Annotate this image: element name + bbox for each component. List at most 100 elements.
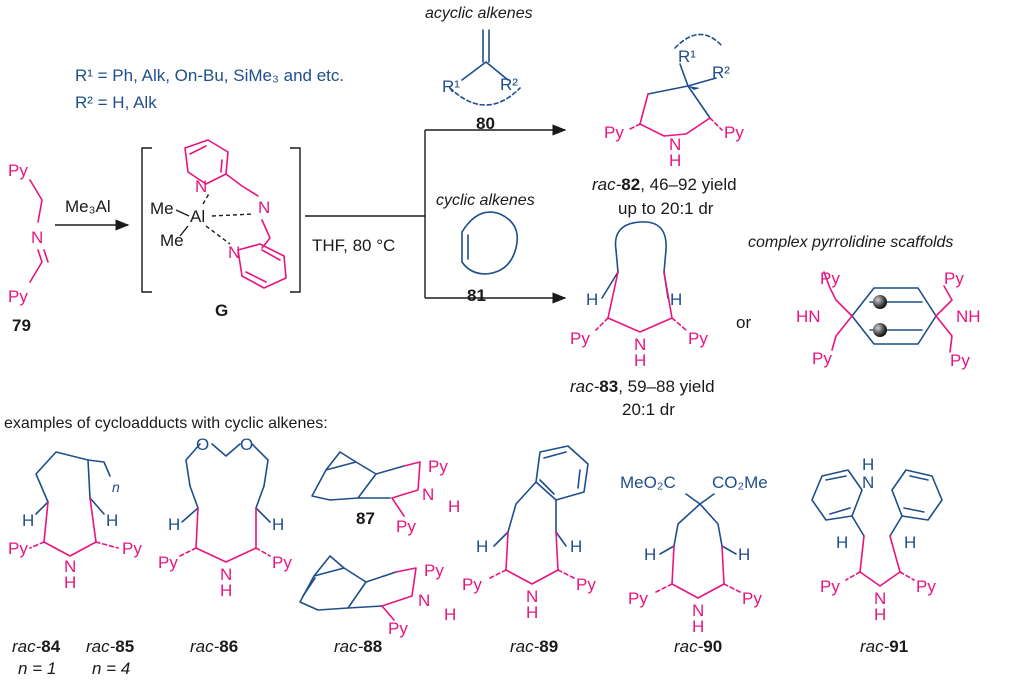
product-83-dr: 20:1 dr [622, 400, 675, 419]
svg-text:N: N [422, 485, 434, 504]
alkene-81 [461, 211, 519, 275]
compound-79-number: 79 [12, 316, 31, 335]
svg-text:Py: Py [388, 619, 408, 638]
svg-text:Py: Py [724, 123, 744, 142]
svg-text:H: H [106, 511, 118, 530]
imine-79: Py N Py [8, 161, 49, 306]
r2-definition: R² = H, Alk [75, 93, 157, 112]
example-91-structure: H N H H Py Py N H [811, 455, 943, 624]
cyclic-alkenes-title: cyclic alkenes [436, 192, 535, 209]
svg-text:H: H [692, 617, 704, 636]
example-90-structure: MeO₂C CO₂Me H H Py Py N H [620, 473, 768, 636]
or-text: or [736, 313, 751, 332]
svg-text:Py: Py [462, 575, 482, 594]
svg-text:Py: Py [570, 329, 590, 348]
svg-text:Py: Py [576, 575, 596, 594]
svg-text:Py: Py [8, 161, 28, 180]
svg-text:H: H [570, 537, 582, 556]
example-89-structure: H H Py Py N H [462, 445, 596, 622]
example-91-label: rac-91 [860, 637, 908, 656]
example-88-structure: Py N H Py [299, 555, 456, 638]
svg-text:Py: Py [742, 589, 762, 608]
acyclic-alkenes-title: acyclic alkenes [425, 5, 533, 22]
svg-text:N: N [258, 198, 270, 217]
svg-text:N: N [31, 228, 43, 247]
svg-text:Py: Py [272, 553, 292, 572]
svg-text:Me: Me [150, 199, 174, 218]
intermediate-g-label: G [215, 301, 228, 320]
svg-text:H: H [586, 290, 598, 309]
svg-text:Py: Py [820, 577, 840, 596]
svg-text:MeO₂C: MeO₂C [620, 473, 676, 492]
reagent-me3al: Me₃Al [65, 197, 111, 216]
svg-text:Py: Py [950, 351, 970, 370]
example-86-label: rac-86 [190, 637, 238, 656]
example-84-note: n = 1 [18, 659, 56, 678]
svg-text:Py: Py [688, 329, 708, 348]
svg-text:H: H [904, 533, 916, 552]
svg-text:N: N [220, 565, 232, 584]
svg-text:Py: Py [628, 589, 648, 608]
svg-text:H: H [738, 545, 750, 564]
svg-text:H: H [64, 573, 76, 592]
svg-text:N: N [862, 473, 874, 492]
svg-text:Py: Py [122, 539, 142, 558]
product-82-structure: R¹ R² Py Py N H [604, 33, 744, 170]
svg-text:Py: Py [424, 561, 444, 580]
svg-text:n: n [112, 479, 120, 495]
svg-text:H: H [670, 290, 682, 309]
svg-text:N: N [874, 589, 886, 608]
example-89-label: rac-89 [510, 637, 558, 656]
example-85-label: rac-85 [86, 637, 134, 656]
compound-81-number: 81 [467, 286, 486, 305]
svg-text:Py: Py [812, 349, 832, 368]
alkene-80: R¹ R² [442, 29, 521, 106]
complex-scaffold-structure: Py HN Py Py NH Py [796, 269, 981, 370]
svg-text:H: H [220, 581, 232, 600]
svg-text:R¹: R¹ [678, 47, 696, 66]
svg-text:N: N [418, 591, 430, 610]
svg-text:H: H [874, 605, 886, 624]
svg-text:H: H [644, 545, 656, 564]
svg-text:Py: Py [396, 517, 416, 536]
compound-80-number: 80 [476, 114, 495, 133]
example-87-structure: Py N H Py [311, 451, 460, 536]
svg-text:R²: R² [712, 63, 730, 82]
r1-definition: R¹ = Ph, Alk, On-Bu, SiMe₃ and etc. [75, 66, 344, 85]
svg-text:NH: NH [956, 307, 981, 326]
svg-text:H: H [669, 151, 681, 170]
svg-text:H: H [444, 605, 456, 624]
svg-text:N: N [228, 243, 240, 262]
svg-text:CO₂Me: CO₂Me [712, 473, 768, 492]
svg-text:H: H [634, 351, 646, 370]
example-85-note: n = 4 [92, 659, 130, 678]
product-83-caption: rac-83, 59–88 yield [570, 377, 715, 396]
example-88-label: rac-88 [334, 637, 382, 656]
svg-text:Me: Me [160, 231, 184, 250]
svg-text:H: H [836, 533, 848, 552]
conditions-text: THF, 80 °C [312, 236, 395, 255]
svg-text:H: H [22, 511, 34, 530]
svg-text:N: N [692, 601, 704, 620]
svg-text:O: O [196, 435, 209, 454]
svg-text:R¹: R¹ [442, 77, 460, 96]
svg-text:R²: R² [500, 75, 518, 94]
svg-text:Py: Py [8, 539, 28, 558]
example-90-label: rac-90 [674, 637, 722, 656]
svg-text:N: N [669, 135, 681, 154]
svg-text:H: H [862, 455, 874, 474]
product-83-structure: H H Py Py N H [570, 221, 708, 370]
svg-text:HN: HN [796, 307, 821, 326]
svg-text:Py: Py [8, 287, 28, 306]
compound-87-number: 87 [356, 509, 375, 528]
examples-title: examples of cycloadducts with cyclic alk… [4, 415, 328, 432]
svg-text:Py: Py [158, 553, 178, 572]
svg-text:Py: Py [428, 457, 448, 476]
svg-text:O: O [240, 435, 253, 454]
svg-text:H: H [168, 515, 180, 534]
product-82-caption: rac-82, 46–92 yield [592, 175, 737, 194]
svg-text:Py: Py [916, 577, 936, 596]
example-84-85-structure: n H H Py Py N H [8, 451, 142, 592]
svg-text:H: H [476, 537, 488, 556]
